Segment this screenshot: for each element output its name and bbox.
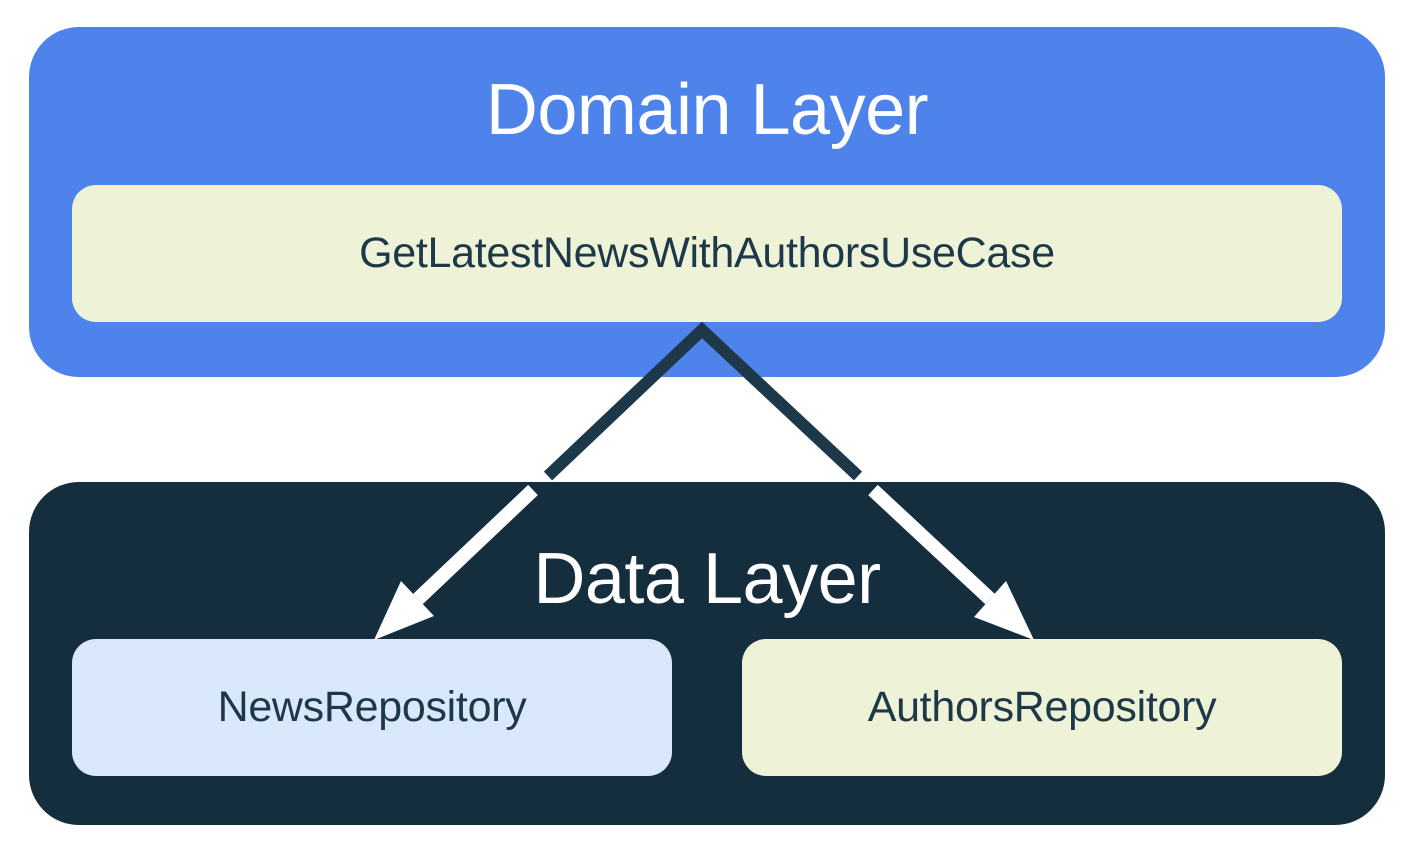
data-layer-box: Data Layer NewsRepository AuthorsReposit… — [29, 482, 1385, 825]
domain-layer-box: Domain Layer GetLatestNewsWithAuthorsUse… — [29, 27, 1385, 377]
data-layer-title: Data Layer — [533, 539, 881, 619]
authors-repository-node: AuthorsRepository — [742, 639, 1342, 776]
news-repository-label: NewsRepository — [217, 683, 527, 731]
domain-layer-title: Domain Layer — [485, 70, 929, 150]
news-repository-node: NewsRepository — [72, 639, 672, 776]
use-case-node: GetLatestNewsWithAuthorsUseCase — [72, 185, 1342, 322]
use-case-label: GetLatestNewsWithAuthorsUseCase — [359, 229, 1055, 277]
authors-repository-label: AuthorsRepository — [867, 683, 1217, 731]
